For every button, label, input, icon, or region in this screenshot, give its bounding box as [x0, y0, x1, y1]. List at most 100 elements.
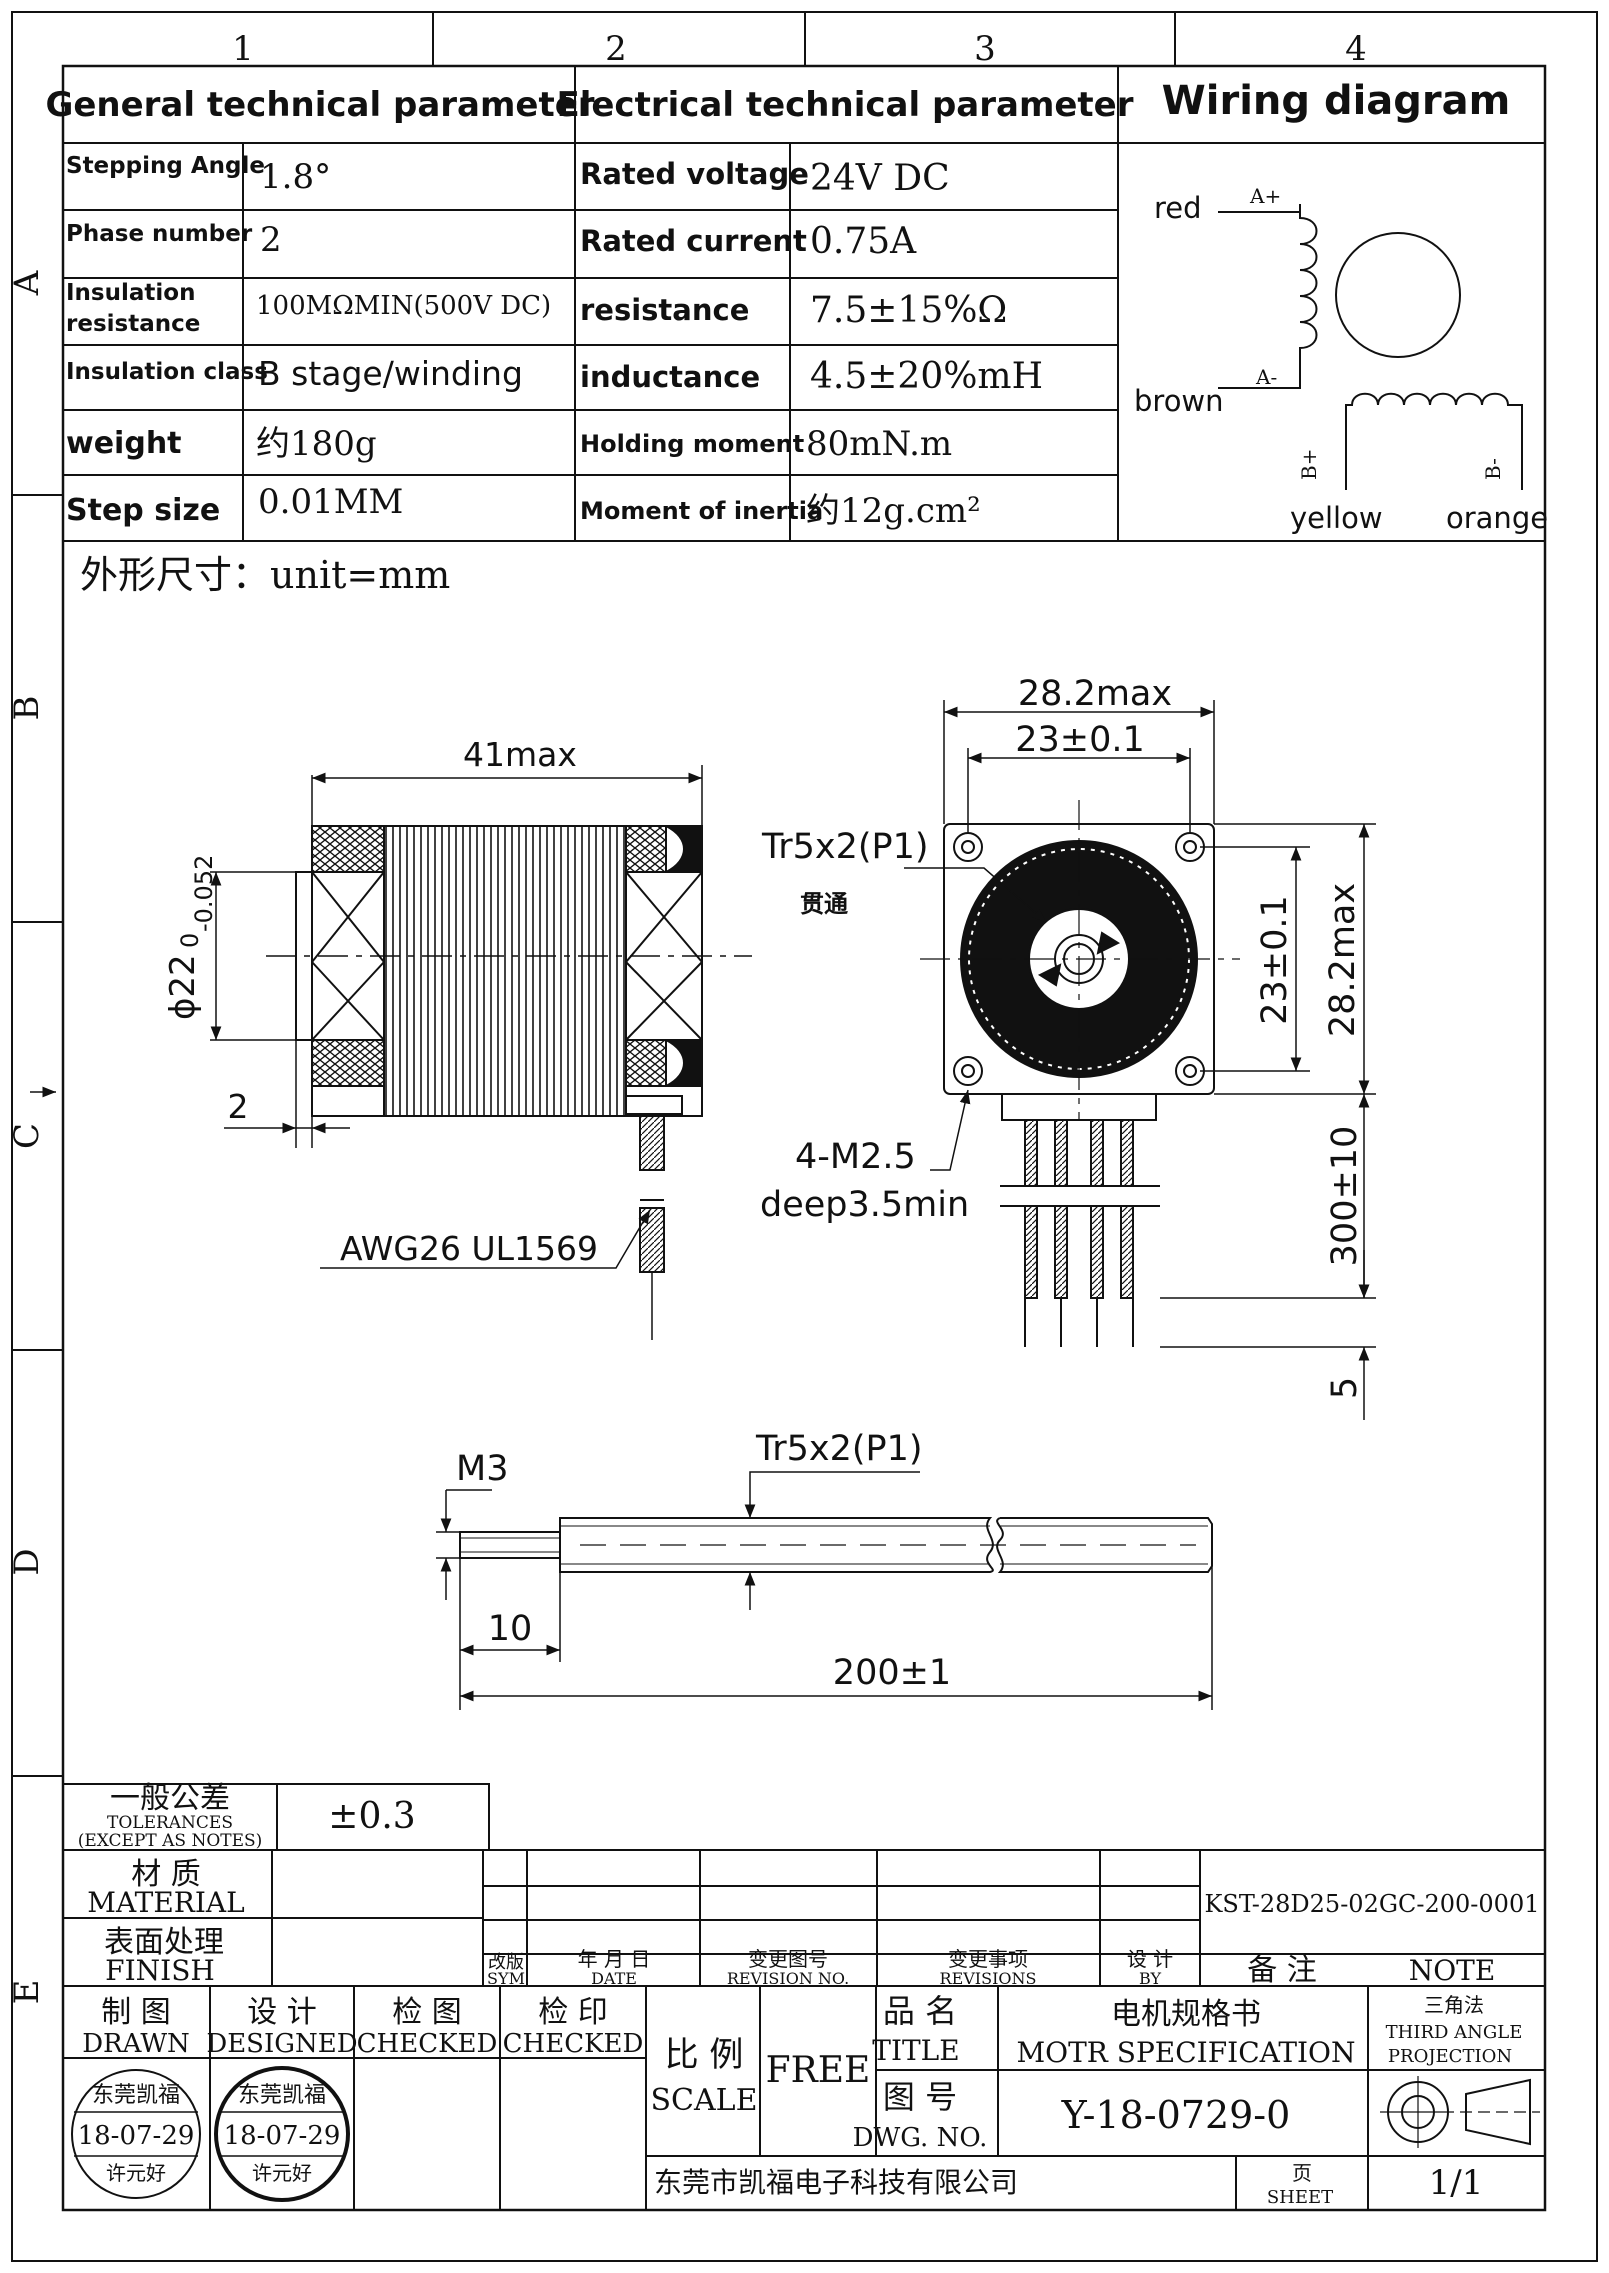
param-value: 约180g	[256, 424, 377, 464]
param-label-line2: resistance	[66, 311, 200, 337]
thread-label: Tr5x2(P1)	[761, 827, 929, 867]
checked2-en: CHECKED	[503, 2029, 644, 2059]
param-label: Rated voltage	[580, 157, 809, 191]
param-label: Step size	[66, 493, 220, 528]
rev-date-cn: 年 月 日	[578, 1947, 651, 1971]
dim-23-h: 23±0.1	[1015, 720, 1145, 760]
dim-boss-tol-upper: 0	[176, 933, 204, 948]
title-en: TITLE	[872, 2034, 959, 2067]
row-label-a: A	[7, 270, 47, 296]
scale-cn: 比 例	[665, 2035, 744, 2075]
col-label-2: 2	[605, 29, 627, 69]
param-value: 约12g.cm²	[806, 491, 981, 531]
wire-yellow-label: yellow	[1290, 501, 1383, 535]
front-view-dimensions	[904, 700, 1376, 1420]
electrical-header: Electrical technical parameter	[556, 85, 1133, 125]
rev-no-cn: 变更图号	[748, 1947, 828, 1971]
dim-boss-tol-lower: -0.052	[190, 855, 218, 932]
projection-en2: PROJECTION	[1388, 2046, 1512, 2067]
mount-holes: 4-M2.5	[795, 1137, 916, 1177]
dim-41max: 41max	[463, 735, 577, 774]
b-minus-label: B-	[1481, 458, 1505, 480]
approval-stamp-drawn: 东莞凯福 18-07-29 许元好	[71, 2069, 201, 2199]
shaft-thread-label: Tr5x2(P1)	[755, 1429, 923, 1469]
checked-cn: 检 图	[392, 1995, 462, 2030]
dim-boss-height: 2	[228, 1087, 249, 1126]
dim-28-2max-h: 28.2max	[1018, 674, 1172, 714]
motor-rotor-circle	[1335, 232, 1461, 358]
dim-23-v: 23±0.1	[1255, 895, 1295, 1025]
scale-value: FREE	[766, 2050, 871, 2091]
param-value: 0.01MM	[258, 482, 403, 522]
dwg-value: Y-18-0729-0	[1061, 2093, 1291, 2137]
spec-headers: General technical parameter Electrical t…	[45, 78, 1510, 125]
param-value: 24V DC	[810, 158, 950, 199]
note-cn: 备 注	[1247, 1953, 1317, 1988]
sheet-value: 1/1	[1429, 2163, 1484, 2203]
param-label: resistance	[580, 293, 749, 327]
frame	[11, 11, 1598, 2262]
title-value-en: MOTR SPECIFICATION	[1016, 2036, 1355, 2069]
stamp-company: 东莞凯福	[92, 2083, 180, 2108]
spec-table-grid	[63, 66, 1545, 542]
projection-en1: THIRD ANGLE	[1386, 2022, 1523, 2043]
wire-red-label: red	[1154, 191, 1202, 225]
wire-spec: AWG26 UL1569	[340, 1229, 598, 1268]
wiring-header: Wiring diagram	[1162, 78, 1511, 124]
designed-cn: 设 计	[247, 1995, 317, 2030]
title-cn: 品 名	[883, 1992, 957, 2030]
dwg-cn: 图 号	[883, 2078, 957, 2116]
tol-cn: 一般公差	[110, 1781, 230, 1816]
row-label-b: B	[7, 696, 47, 721]
param-label: inductance	[580, 360, 760, 394]
mount-depth: deep3.5min	[760, 1185, 969, 1225]
param-value: 4.5±20%mH	[810, 356, 1043, 397]
wiring-labels: red A+ A- brown B+ B- yellow orange	[1134, 184, 1548, 535]
param-label: weight	[66, 426, 182, 461]
dwg-en: DWG. NO.	[853, 2123, 988, 2153]
stamp-name: 许元好	[252, 2161, 312, 2185]
param-label: Stepping Angle	[66, 153, 265, 179]
part-number: KST-28D25-02GC-200-0001	[1204, 1890, 1539, 1918]
coil-a	[1218, 211, 1318, 389]
material-cn: 材 质	[131, 1857, 201, 1892]
motor-side-view	[266, 825, 752, 1340]
checked-en: CHECKED	[357, 2029, 498, 2059]
param-label: Rated current	[580, 224, 807, 258]
param-value: 0.75A	[810, 221, 917, 262]
approval-stamp-designed: 东莞凯福 18-07-29 许元好	[214, 2066, 350, 2202]
general-header: General technical parameter	[45, 85, 594, 125]
note-en: NOTE	[1409, 1954, 1496, 1987]
side-view-labels: 41max ϕ22 0 -0.052 2 AWG26 UL1569	[163, 735, 598, 1268]
param-label-line1: Insulation	[66, 280, 195, 306]
dim-shaft-length: 200±1	[833, 1653, 951, 1693]
rev-no-en: REVISION NO.	[727, 1969, 849, 1988]
param-value: 7.5±15%Ω	[810, 290, 1007, 331]
shaft-thread: M3	[456, 1449, 508, 1489]
motor-front-view	[920, 800, 1240, 1347]
stamp-date: 18-07-29	[224, 2121, 341, 2151]
revisions-en: REVISIONS	[940, 1969, 1037, 1988]
dimension-title: 外形尺寸：unit=mm	[80, 553, 450, 597]
title-block-text: 一般公差 TOLERANCES (EXCEPT AS NOTES) ±0.3 材…	[78, 1781, 1540, 2208]
param-value: 2	[260, 220, 282, 260]
dim-strip-length: 5	[1325, 1377, 1365, 1399]
col-label-3: 3	[974, 29, 996, 69]
stamp-company: 东莞凯福	[238, 2083, 326, 2108]
designed-en: DESIGNED	[206, 2029, 357, 2059]
scale-en: SCALE	[651, 2083, 758, 2118]
sheet-cn: 页	[1292, 2161, 1312, 2185]
col-label-1: 1	[232, 29, 254, 69]
general-params: Stepping Angle 1.8° Phase number 2 Insul…	[66, 153, 551, 528]
coil-b	[1345, 392, 1523, 490]
stamp-date: 18-07-29	[78, 2121, 195, 2151]
dim-lead-length: 300±10	[1325, 1126, 1365, 1267]
frame-labels: 1 2 3 4 A B C D E	[7, 29, 1367, 2004]
param-value: B stage/winding	[258, 354, 523, 393]
tol-en2: (EXCEPT AS NOTES)	[78, 1831, 263, 1851]
title-block-grid	[62, 1783, 1545, 2210]
third-angle-projection-icon	[1380, 2076, 1540, 2148]
front-view-labels: 28.2max 23±0.1 23±0.1 28.2max Tr5x2(P1) …	[760, 674, 1365, 1399]
param-label: Phase number	[66, 221, 253, 247]
